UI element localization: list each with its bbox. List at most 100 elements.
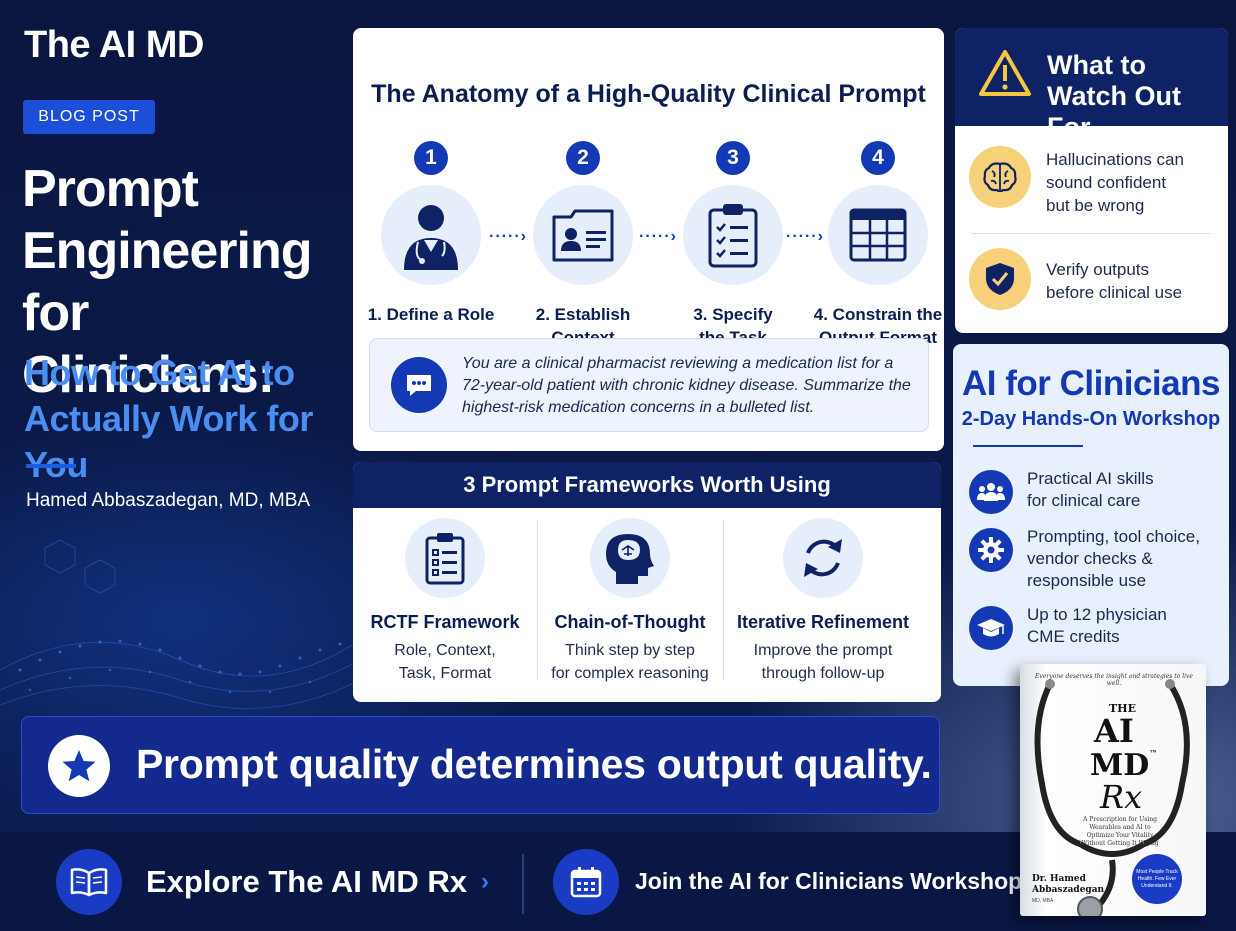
- book-seal: Most People Track Health. Few Ever Under…: [1132, 854, 1182, 904]
- example-prompt-box: You are a clinical pharmacist reviewing …: [369, 338, 929, 432]
- framework-divider: [537, 520, 538, 680]
- watch-item-text: Hallucinations can sound confident but b…: [1046, 148, 1216, 217]
- book-author-line: Abbaszadegan: [1032, 885, 1105, 895]
- framework-divider: [723, 520, 724, 680]
- brain-icon: [969, 146, 1031, 208]
- stethoscope-illustration: [1034, 679, 1190, 916]
- step-label-line: 3. Specify: [693, 305, 773, 324]
- workshop-item-line: vendor checks &: [1027, 549, 1153, 568]
- framework-description: Role, Context, Task, Format: [353, 639, 537, 685]
- explore-book-link[interactable]: Explore The AI MD Rx ›: [56, 832, 489, 931]
- book-author-line: Dr. Hamed: [1032, 874, 1086, 884]
- step-number: 2: [566, 141, 600, 175]
- trademark-mark: ™: [1149, 748, 1158, 758]
- step-label-line: 2. Establish: [535, 305, 631, 324]
- step-label-line: 1. Define a Role: [367, 305, 495, 324]
- explore-book-label: Explore The AI MD Rx: [146, 863, 467, 899]
- step-2: 2 2. Establish Context: [518, 141, 648, 349]
- step-label: 1. Define a Role: [366, 303, 496, 326]
- key-message-banner: Prompt quality determines output quality…: [21, 716, 940, 814]
- book-credentials: MD, MBA: [1032, 898, 1054, 904]
- key-message-text: Prompt quality determines output quality…: [136, 741, 932, 787]
- workshop-item-line: CME credits: [1027, 627, 1120, 646]
- digital-wave-decoration: [0, 539, 360, 710]
- framework-title: RCTF Framework: [370, 612, 520, 632]
- framework-description-line: Think step by step: [565, 642, 695, 659]
- hero-subtitle-line: Actually Work for You: [24, 398, 313, 485]
- open-book-icon: [56, 848, 122, 915]
- workshop-item-text: Prompting, tool choice, vendor checks & …: [1027, 526, 1222, 592]
- watch-out-card: What to Watch Out For Hallucinations can…: [955, 28, 1228, 333]
- step-3: 3 3. Specify the Task: [668, 141, 798, 349]
- watch-divider: [971, 233, 1211, 234]
- workshop-item-line: responsible use: [1027, 571, 1147, 590]
- step-connector: ·····›: [639, 228, 677, 245]
- anatomy-card: The Anatomy of a High-Quality Clinical P…: [353, 28, 944, 451]
- workshop-title: AI for Clinicians: [962, 364, 1220, 403]
- anatomy-title: The Anatomy of a High-Quality Clinical P…: [371, 80, 926, 108]
- watch-item-line: Verify outputs: [1046, 260, 1150, 279]
- watch-item-text: Verify outputs before clinical use: [1046, 258, 1216, 304]
- framework-description-line: Role, Context,: [394, 642, 496, 659]
- workshop-card: AI for Clinicians 2-Day Hands-On Worksho…: [953, 344, 1229, 686]
- watch-item-line: Hallucinations can: [1046, 150, 1184, 169]
- watch-item-line: before clinical use: [1046, 283, 1183, 302]
- table-icon: [828, 185, 928, 285]
- framework-title: Iterative Refinement: [736, 612, 910, 632]
- blog-post-badge: BLOG POST: [23, 100, 155, 134]
- clipboard-list-icon: [405, 518, 485, 598]
- step-1: 1 1. Define a Role: [366, 141, 496, 326]
- people-icon: [969, 470, 1013, 514]
- workshop-item-line: Up to 12 physician: [1027, 605, 1167, 624]
- calendar-icon: [553, 848, 619, 915]
- step-connector: ·····›: [786, 228, 824, 245]
- framework-description-line: Improve the prompt: [753, 642, 893, 659]
- clipboard-checklist-icon: [683, 185, 783, 285]
- frameworks-title: 3 Prompt Frameworks Worth Using: [353, 462, 941, 508]
- book-cover-image[interactable]: Everyone deserves the insight and strate…: [1020, 664, 1206, 916]
- refresh-icon: [783, 518, 863, 598]
- step-4: 4 4. Constrain the Output Format: [813, 141, 943, 349]
- chat-bubble-icon: [391, 357, 447, 413]
- workshop-divider: [973, 445, 1083, 447]
- step-number: 3: [716, 141, 750, 175]
- workshop-subtitle: 2-Day Hands-On Workshop: [961, 408, 1221, 430]
- head-brain-icon: [590, 518, 670, 598]
- step-number: 1: [414, 141, 448, 175]
- frameworks-card: 3 Prompt Frameworks Worth Using RCTF Fra…: [353, 462, 941, 702]
- hero-subtitle: How to Get AI to Actually Work for You: [24, 350, 354, 488]
- hero-title-line: for Clinicians:: [22, 284, 275, 404]
- framework-description-line: Task, Format: [398, 665, 492, 682]
- step-label-line: 4. Constrain the: [813, 305, 943, 324]
- workshop-item-line: Prompting, tool choice,: [1027, 527, 1200, 546]
- framework-rctf: RCTF Framework Role, Context, Task, Form…: [353, 518, 537, 685]
- star-icon: [48, 735, 110, 797]
- graduation-cap-icon: [969, 606, 1013, 650]
- framework-description: Think step by step for complex reasoning: [538, 639, 722, 685]
- book-title-the: THE: [1109, 702, 1136, 715]
- book-title-ai: AI: [1094, 712, 1134, 750]
- book-title-md-text: MD: [1090, 748, 1150, 783]
- hero-title-line: Engineering: [22, 222, 312, 280]
- framework-title: Chain-of-Thought: [554, 612, 706, 632]
- join-workshop-link[interactable]: Join the AI for Clinicians Workshop ›: [553, 832, 1040, 931]
- gear-icon: [969, 528, 1013, 572]
- book-author: Dr. Hamed Abbaszadegan: [1032, 874, 1104, 896]
- hero-title-line: Prompt: [22, 160, 199, 218]
- book-title-rx: Rx: [1100, 778, 1143, 816]
- book-title-md: MD™: [1090, 748, 1157, 783]
- id-card-icon: [533, 185, 633, 285]
- cta-divider: [522, 854, 524, 914]
- watch-item-line: but be wrong: [1046, 196, 1145, 215]
- framework-description-line: for complex reasoning: [551, 665, 709, 682]
- step-number: 4: [861, 141, 895, 175]
- watch-out-title-line: What to: [1047, 50, 1146, 80]
- warning-icon: [977, 48, 1033, 103]
- hero-subtitle-line: How to Get AI to: [24, 352, 295, 393]
- join-workshop-label: Join the AI for Clinicians Workshop: [635, 868, 1023, 894]
- book-tagline: Everyone deserves the insight and strate…: [1035, 673, 1193, 687]
- workshop-item-text: Up to 12 physician CME credits: [1027, 604, 1222, 648]
- workshop-item-line: Practical AI skills: [1027, 469, 1154, 488]
- example-prompt-text: You are a clinical pharmacist reviewing …: [462, 355, 911, 416]
- framework-chain-of-thought: Chain-of-Thought Think step by step for …: [538, 518, 722, 685]
